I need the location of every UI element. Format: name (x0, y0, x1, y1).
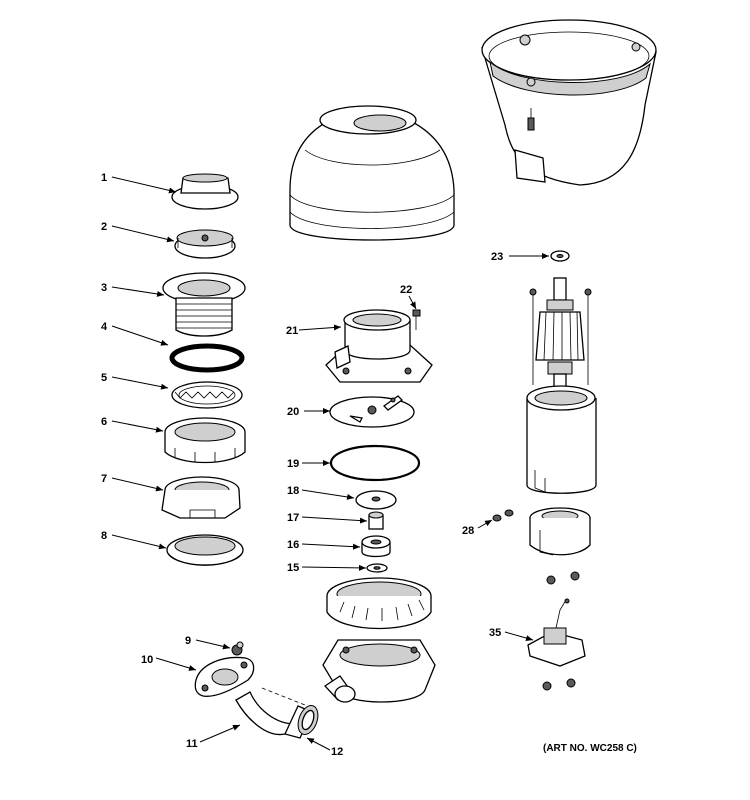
callout-17: 17 (287, 512, 299, 524)
callout-5: 5 (101, 372, 107, 384)
part-28-nuts (492, 509, 514, 522)
callout-7: 7 (101, 473, 107, 485)
part-17-spacer (368, 511, 384, 530)
part-20-plate (329, 395, 415, 428)
motor-armature (529, 277, 592, 389)
part-15-washer (366, 563, 388, 573)
leader-lines (111, 176, 549, 751)
art-number-label: (ART NO. WC258 C) (543, 743, 637, 754)
callout-16: 16 (287, 539, 299, 551)
part-5-backup-ring (171, 381, 243, 409)
part-19-o-ring (329, 444, 421, 482)
callout-22: 22 (400, 284, 412, 296)
callout-3: 3 (101, 282, 107, 294)
callout-2: 2 (101, 221, 107, 233)
callout-8: 8 (101, 530, 107, 542)
callout-20: 20 (287, 406, 299, 418)
callout-21: 21 (286, 325, 298, 337)
callout-19: 19 (287, 458, 299, 470)
lower-housing (322, 639, 436, 703)
part-7-mounting-ring (161, 476, 241, 519)
callout-12: 12 (331, 746, 343, 758)
part-22-screw (412, 309, 421, 330)
part-16-bearing (361, 535, 391, 558)
callout-6: 6 (101, 416, 107, 428)
callout-9: 9 (185, 635, 191, 647)
callout-11: 11 (186, 738, 198, 750)
part-3-sink-flange (162, 272, 246, 337)
part-21-upper-hopper (325, 309, 433, 383)
callout-28: 28 (462, 525, 474, 537)
part-6-mounting-ring (164, 417, 246, 464)
callout-35: 35 (489, 627, 501, 639)
part-9-bolt (231, 641, 244, 656)
callout-10: 10 (141, 654, 153, 666)
callout-labels: 1 2 3 4 5 6 7 8 9 10 11 12 15 16 17 18 1… (101, 172, 503, 758)
callout-4: 4 (101, 321, 108, 333)
motor-stator-shell (526, 385, 597, 494)
part-4-gasket (169, 343, 245, 373)
end-bell (529, 507, 591, 585)
part-8-mounting-ring (166, 534, 244, 566)
part-1-stopper (171, 173, 239, 210)
shredder-ring (326, 577, 432, 630)
part-12-tube-gasket (297, 705, 319, 735)
part-10-flange (194, 656, 255, 697)
callout-23: 23 (491, 251, 503, 263)
callout-18: 18 (287, 485, 299, 497)
part-23-washer (550, 250, 570, 262)
callout-1: 1 (101, 172, 107, 184)
dome-shell (289, 105, 455, 241)
part-35-switch (527, 598, 586, 691)
part-18-washer (355, 490, 397, 510)
part-2-splash-guard (174, 229, 236, 259)
outer-housing-shell (481, 19, 657, 186)
callout-15: 15 (287, 562, 299, 574)
